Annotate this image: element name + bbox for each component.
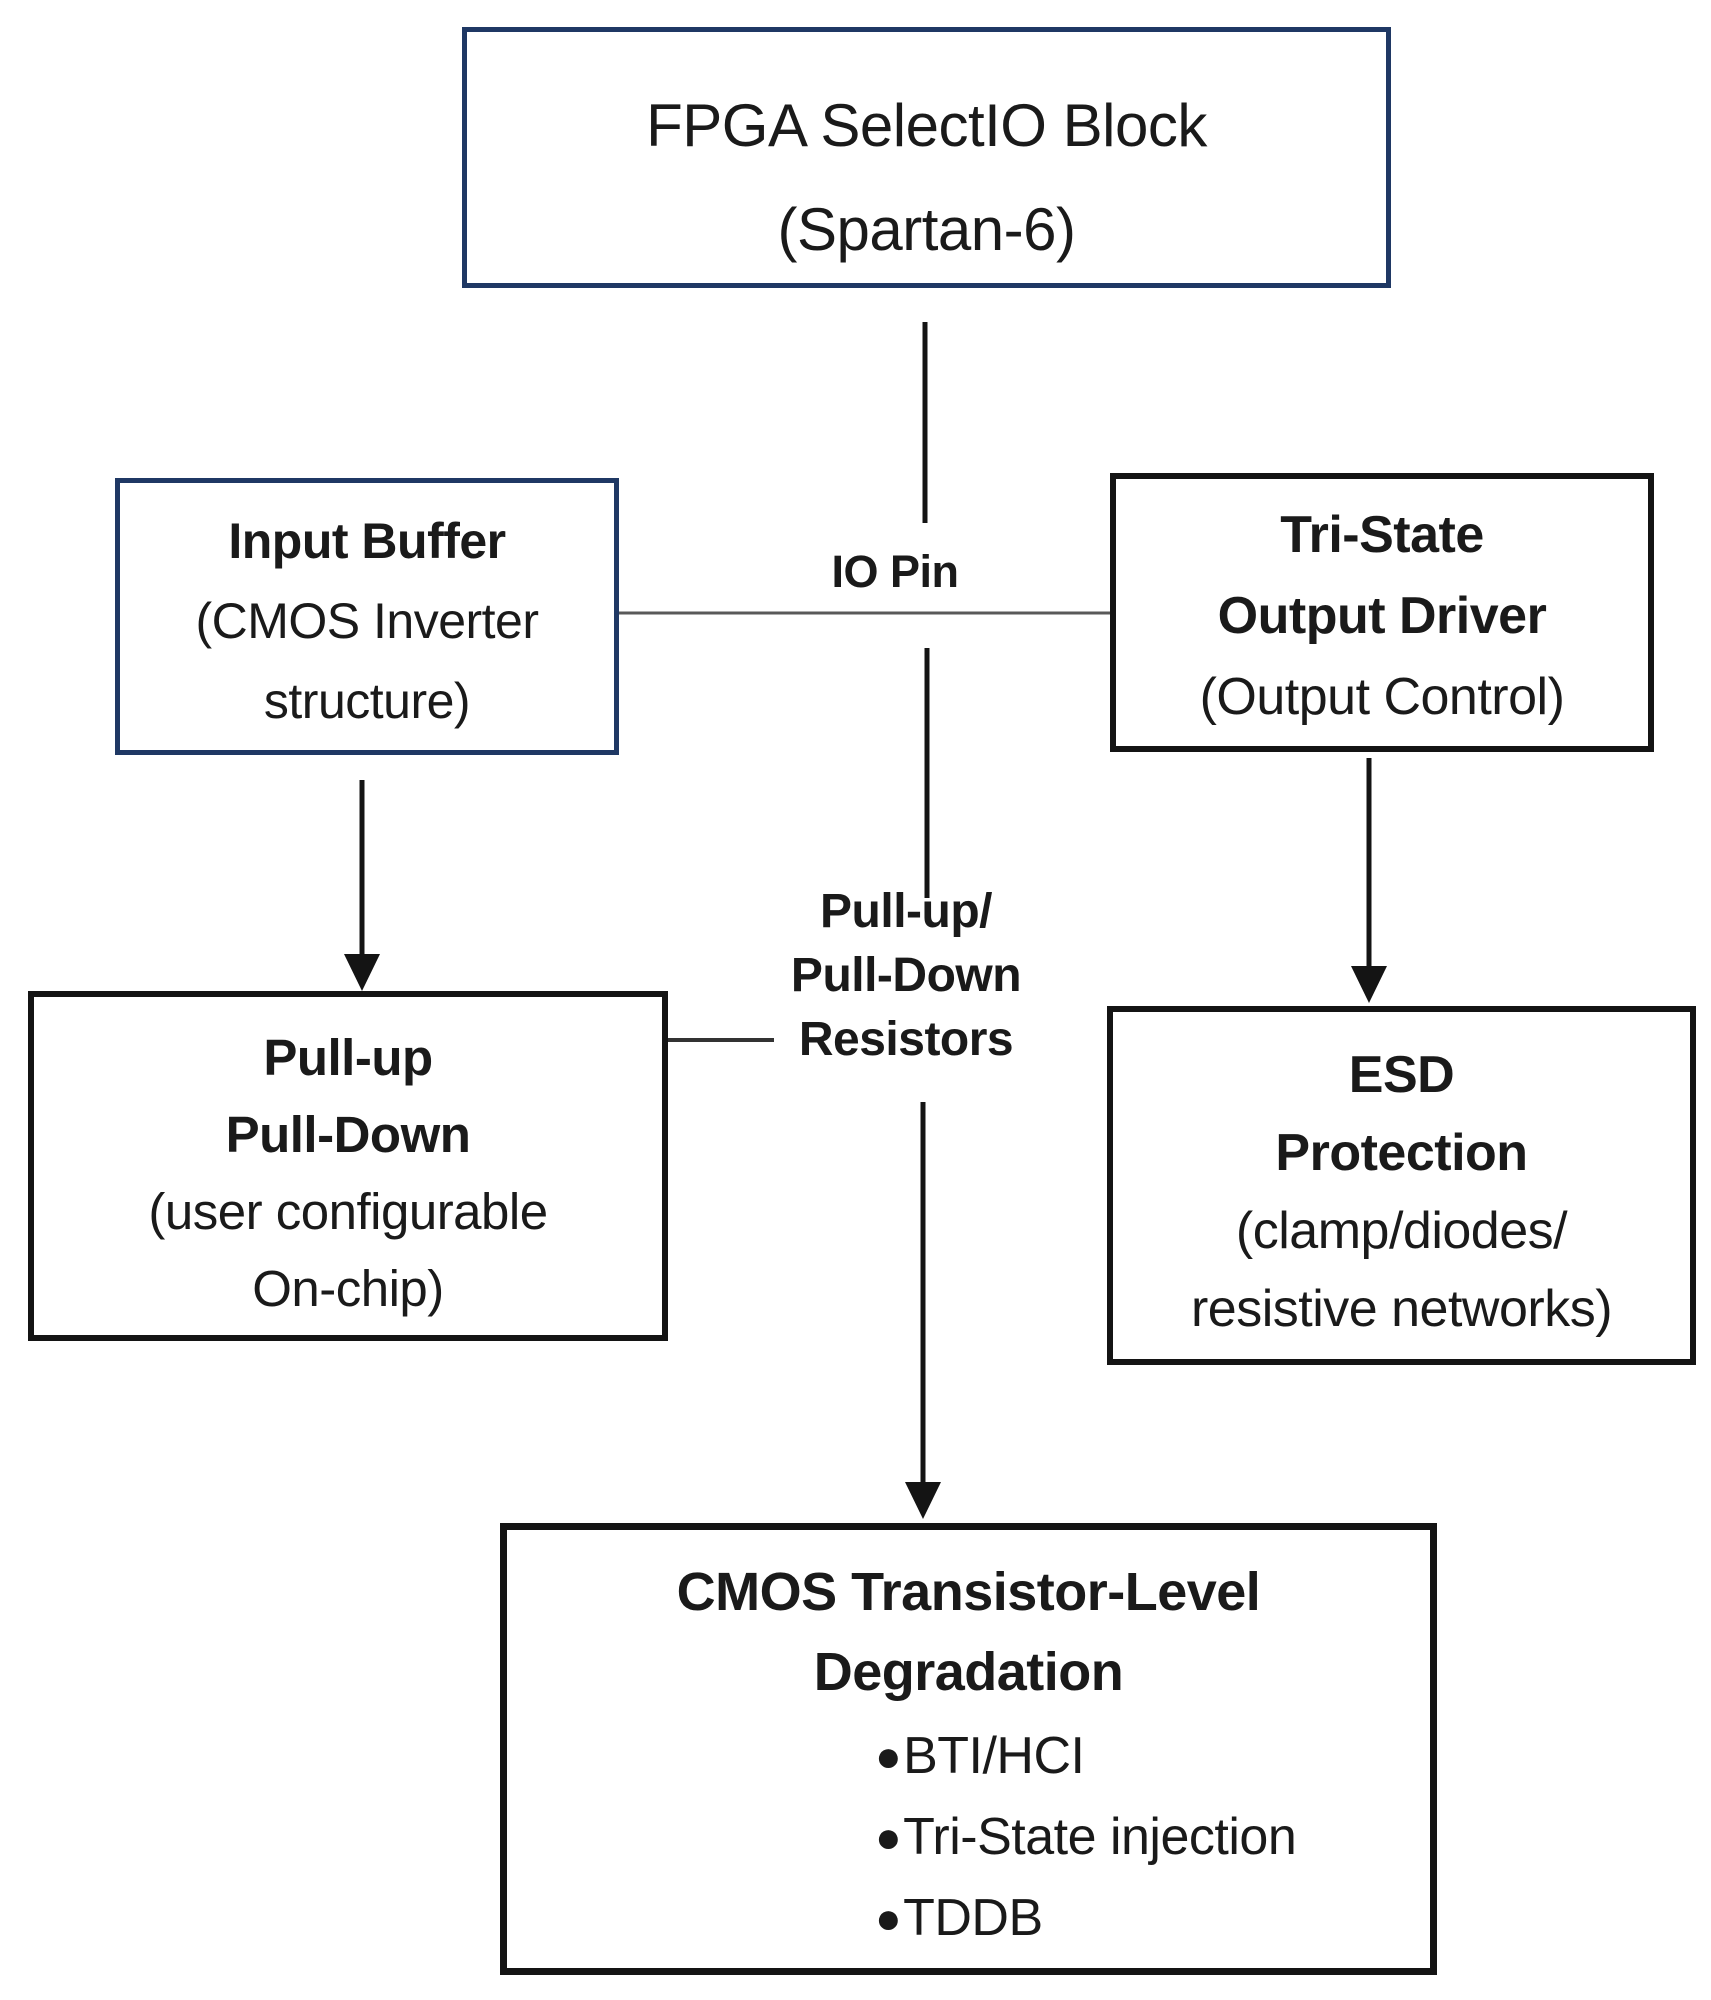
cmos-title2: Degradation (813, 1642, 1124, 1702)
input-buffer-sub1: (CMOS Inverter (195, 593, 539, 649)
pullup-title1: Pull-up (263, 1029, 433, 1086)
fpga-box-subtitle: (Spartan-6) (777, 196, 1076, 263)
resistors-label-line1: Pull-up/ (820, 885, 992, 938)
input-buffer-sub2: structure) (263, 673, 471, 729)
cmos-bullet-bti-hci-text: BTI/HCI (903, 1727, 1085, 1785)
tristate-title2: Output Driver (1217, 587, 1547, 645)
input-buffer-title: Input Buffer (228, 513, 506, 569)
pullup-pulldown-resistors-label: Pull-up/ Pull-Down Resistors (736, 880, 1076, 1072)
arrow-input-to-pullup-head (344, 954, 380, 991)
cmos-title1: CMOS Transistor-Level (676, 1562, 1261, 1622)
cmos-degradation-box: CMOS Transistor-Level Degradation ●BTI/H… (500, 1523, 1437, 1975)
tristate-output-driver-box: Tri-State Output Driver (Output Control) (1110, 473, 1654, 752)
cmos-bullet-tristate-injection: ●Tri-State injection (875, 1797, 1430, 1878)
esd-title1: ESD (1348, 1046, 1455, 1104)
arrow-tristate-to-esd-head (1351, 966, 1387, 1003)
cmos-bullet-bti-hci: ●BTI/HCI (875, 1716, 1430, 1797)
esd-title2: Protection (1275, 1124, 1528, 1182)
tristate-sub: (Output Control) (1199, 668, 1565, 726)
pullup-pulldown-box: Pull-up Pull-Down (user configurable On-… (28, 991, 668, 1341)
fpga-box-title: FPGA SelectIO Block (646, 92, 1207, 159)
resistors-label-line2: Pull-Down (790, 949, 1022, 1002)
io-pin-label: IO Pin (831, 546, 959, 597)
pullup-sub1: (user configurable (148, 1183, 548, 1240)
input-buffer-box: Input Buffer (CMOS Inverter structure) (115, 478, 619, 755)
cmos-bullet-tristate-injection-text: Tri-State injection (903, 1808, 1297, 1866)
pullup-sub2: On-chip) (252, 1260, 444, 1317)
esd-sub1: (clamp/diodes/ (1235, 1202, 1568, 1260)
tristate-title1: Tri-State (1280, 506, 1484, 564)
bullet-dot-icon: ● (875, 1894, 902, 1943)
esd-sub2: resistive networks) (1190, 1280, 1613, 1338)
cmos-bullet-tddb-text: TDDB (903, 1889, 1043, 1947)
esd-protection-box: ESD Protection (clamp/diodes/ resistive … (1107, 1006, 1696, 1365)
bullet-dot-icon: ● (875, 1813, 902, 1862)
pullup-title2: Pull-Down (225, 1106, 471, 1163)
arrow-resistors-to-cmos-head (905, 1482, 941, 1519)
cmos-bullet-tddb: ●TDDB (875, 1878, 1430, 1959)
bullet-dot-icon: ● (875, 1732, 902, 1781)
resistors-label-line3: Resistors (798, 1013, 1014, 1066)
cmos-bullet-list: ●BTI/HCI ●Tri-State injection ●TDDB (875, 1716, 1430, 1959)
fpga-selectio-box: FPGA SelectIO Block (Spartan-6) (462, 27, 1391, 288)
